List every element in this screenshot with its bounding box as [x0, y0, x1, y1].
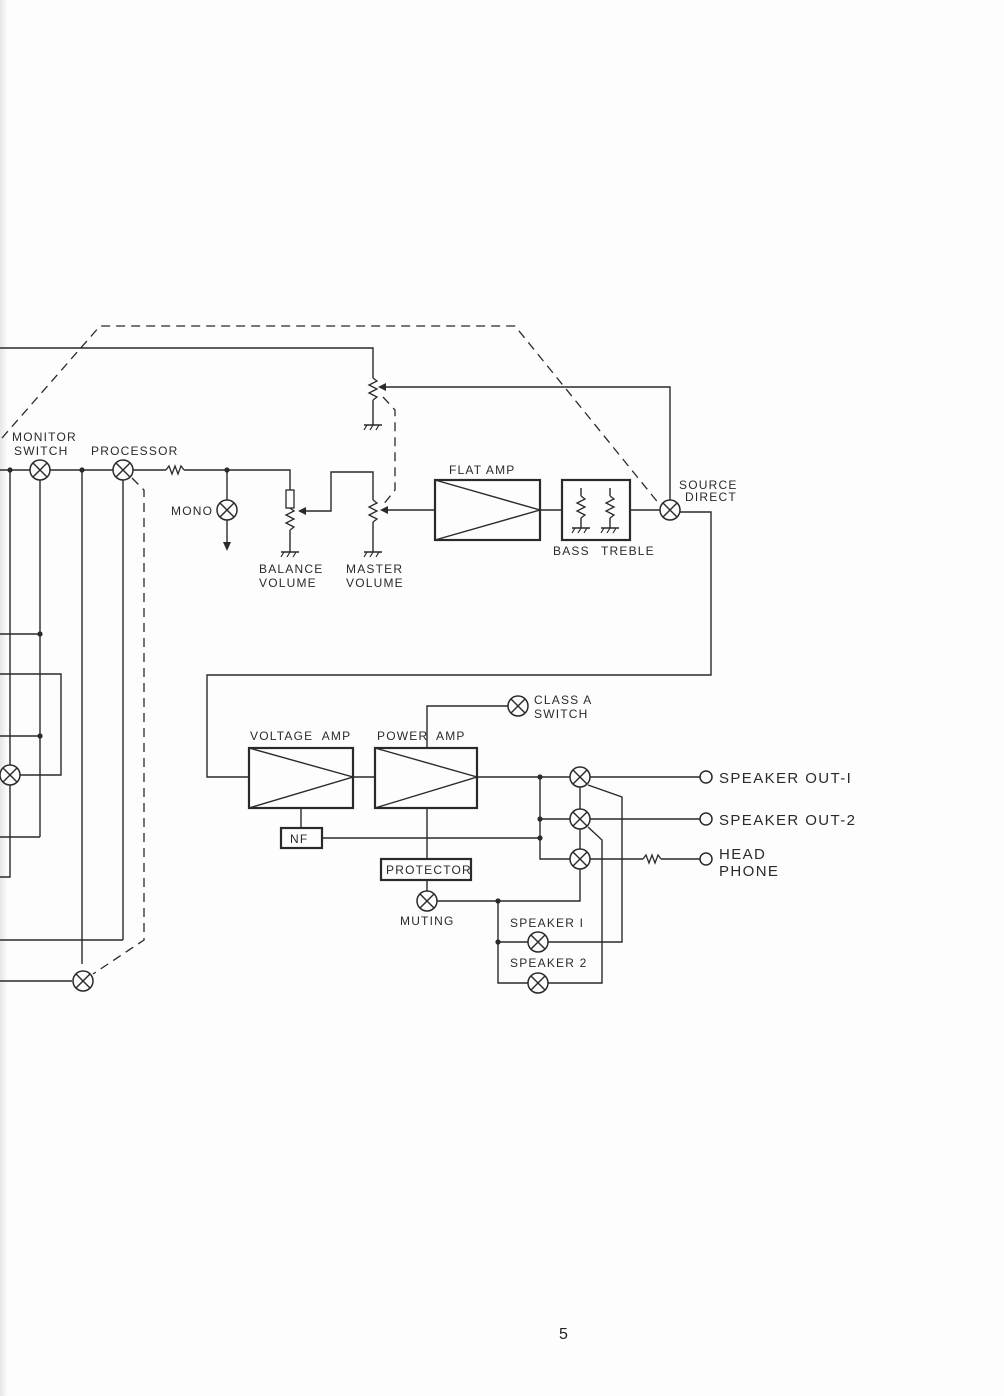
- mono-arrow-icon: [223, 542, 231, 551]
- power-amp-block: [373, 746, 479, 810]
- bottom-left-switch-icon[interactable]: [72, 970, 94, 992]
- wire-source-direct-return: [380, 386, 671, 500]
- speaker-out-2-label: SPEAKER OUT-2: [719, 812, 856, 829]
- power-amp-label-2: AMP: [436, 729, 466, 743]
- speaker1-switch-icon[interactable]: [527, 931, 549, 953]
- linkage-dashed-processor: [92, 477, 145, 975]
- wire-balance-to-master: [300, 471, 374, 512]
- amplifier-triangle-icon: [248, 747, 356, 809]
- master-volume-label-1: MASTER: [346, 562, 403, 576]
- wire: [0, 673, 62, 776]
- power-amp-label-1: POWER: [377, 729, 428, 743]
- mono-switch-icon[interactable]: [216, 499, 238, 521]
- mono-label: MONO: [171, 504, 213, 518]
- wiper-arrow-icon: [380, 506, 388, 514]
- left-switch-icon[interactable]: [0, 764, 21, 786]
- wire-speaker1-return: [548, 784, 623, 943]
- wire-speaker2-return: [548, 826, 603, 984]
- bass-resistor: [576, 495, 586, 519]
- flat-amp-block: [433, 478, 542, 542]
- master-volume-resistor: [368, 499, 378, 523]
- wire: [497, 901, 528, 984]
- processor-label: PROCESSOR: [91, 444, 178, 458]
- speaker-out-1-terminal-icon: [699, 770, 713, 784]
- wire: [539, 777, 570, 860]
- speaker-out-1-label: SPEAKER OUT-I: [719, 770, 852, 787]
- nf-label: NF: [290, 832, 308, 846]
- linkage-dashed-top: [1, 325, 661, 506]
- protector-label: PROTECTOR: [386, 863, 472, 877]
- speaker2-label: SPEAKER 2: [510, 956, 588, 970]
- ground-icon: [280, 551, 300, 558]
- muting-switch-icon[interactable]: [416, 890, 438, 912]
- wire-to-voltage-amp: [206, 511, 712, 778]
- source-direct-switch-icon[interactable]: [659, 499, 681, 521]
- source-direct-label-2: DIRECT: [685, 490, 737, 504]
- speaker-out-1-switch-icon[interactable]: [569, 766, 591, 788]
- balance-pot-body: [285, 489, 295, 509]
- amplifier-triangle-icon: [434, 479, 543, 541]
- headphone-label-1: HEAD: [719, 846, 766, 863]
- flat-amp-label: FLAT AMP: [449, 463, 516, 477]
- page-edge-shadow: [0, 0, 8, 1396]
- muting-label: MUTING: [400, 914, 455, 928]
- headphone-terminal-icon: [699, 852, 713, 866]
- ground-icon: [363, 424, 383, 431]
- headphone-label-2: PHONE: [719, 863, 779, 880]
- wire: [0, 785, 11, 878]
- master-volume-label-2: VOLUME: [346, 576, 404, 590]
- wire-class-a: [426, 705, 508, 748]
- speaker-out-2-terminal-icon: [699, 812, 713, 826]
- speaker1-label: SPEAKER I: [510, 916, 584, 930]
- voltage-amp-block: [247, 746, 355, 810]
- treble-label: TREBLE: [601, 544, 655, 558]
- protector-block: [379, 857, 473, 882]
- amplifier-triangle-icon: [374, 747, 480, 809]
- wiper-arrow-icon: [298, 507, 306, 515]
- treble-resistor: [605, 495, 615, 519]
- wiper-arrow-icon: [378, 383, 386, 391]
- linkage-dashed-volume: [382, 396, 396, 506]
- speaker-out-2-switch-icon[interactable]: [569, 808, 591, 830]
- monitor-switch-label-2: SWITCH: [14, 444, 69, 458]
- speaker2-switch-icon[interactable]: [527, 972, 549, 994]
- class-a-label-2: SWITCH: [534, 707, 589, 721]
- series-resistor: [165, 465, 185, 475]
- source-direct-label-1: SOURCE: [679, 478, 738, 492]
- class-a-switch-icon[interactable]: [507, 695, 529, 717]
- upper-volume-resistor: [368, 377, 378, 401]
- page-number: 5: [559, 1326, 568, 1343]
- balance-volume-label-2: VOLUME: [259, 576, 317, 590]
- bass-label: BASS: [553, 544, 590, 558]
- voltage-amp-label: VOLTAGE AMP: [250, 729, 351, 743]
- balance-resistor: [285, 507, 295, 531]
- balance-volume-label-1: BALANCE: [259, 562, 323, 576]
- headphone-resistor: [642, 854, 662, 864]
- wire-to-balance: [184, 469, 291, 490]
- ground-icon: [571, 527, 591, 534]
- tone-control-block: [560, 478, 632, 542]
- ground-icon: [600, 527, 620, 534]
- monitor-switch-label-1: MONITOR: [12, 430, 77, 444]
- monitor-switch-icon[interactable]: [29, 459, 51, 481]
- wire-top-feed: [0, 347, 374, 378]
- wire-muting: [437, 869, 581, 902]
- processor-switch-icon[interactable]: [112, 459, 134, 481]
- class-a-label-1: CLASS A: [534, 693, 592, 707]
- headphone-switch-icon[interactable]: [569, 848, 591, 870]
- ground-icon: [363, 551, 383, 558]
